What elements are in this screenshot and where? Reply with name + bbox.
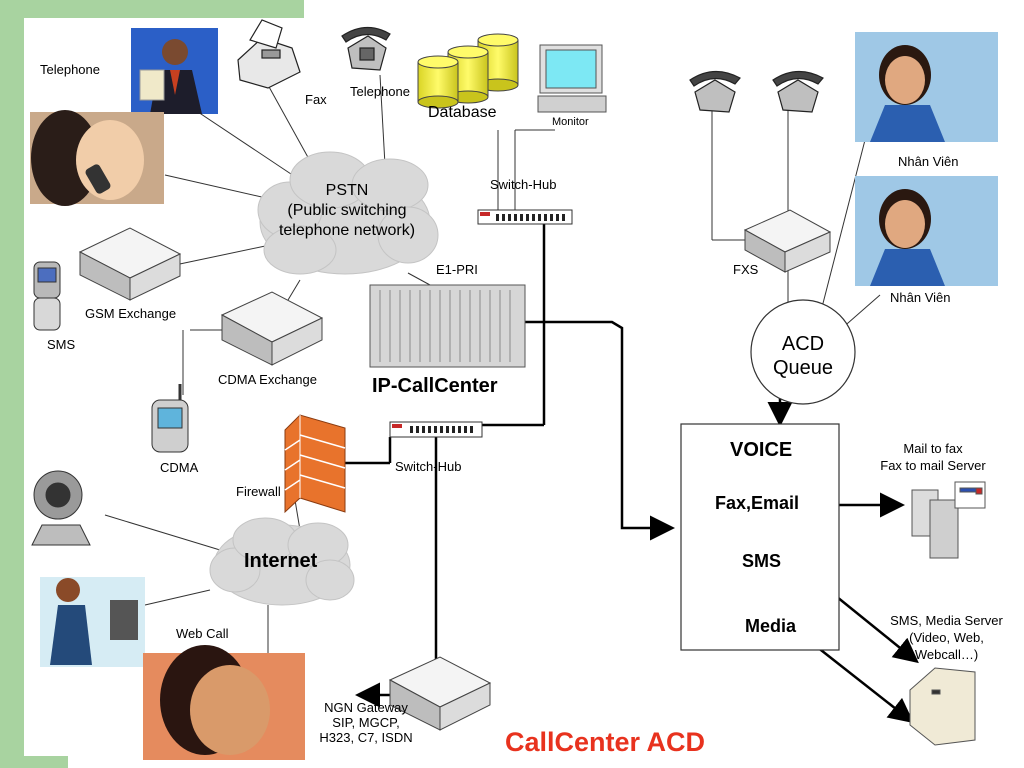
sms-media-server-label: SMS, Media Server (Video, Web, Webcall…) <box>874 612 1019 663</box>
pstn-line2: (Public switching <box>287 202 407 219</box>
acd-line2: Queue <box>772 357 834 379</box>
label-telephone-left: Telephone <box>40 62 100 77</box>
pstn-title: PSTN <box>325 182 369 199</box>
sms-server-line1: SMS, Media Server <box>890 613 1003 628</box>
gsm-exchange-box <box>78 227 182 301</box>
label-voice: VOICE <box>730 439 793 461</box>
label-cdma: CDMA <box>160 460 199 475</box>
woman-headset-photo <box>143 645 305 760</box>
server-icon-mail <box>911 481 986 559</box>
fax-icon <box>237 19 301 89</box>
label-fax-email: Fax,Email <box>715 493 800 513</box>
cdma-phone-icon <box>151 384 189 453</box>
pstn-line3: telephone network) <box>278 222 416 239</box>
page-title: CallCenter ACD <box>505 727 706 757</box>
acd-queue-label: ACD Queue <box>752 332 854 380</box>
monitor-icon <box>537 44 607 113</box>
man-computer-photo <box>40 577 145 667</box>
agent-photo-2 <box>855 176 998 286</box>
ngn-label: NGN Gateway SIP, MGCP, H323, C7, ISDN <box>316 700 416 745</box>
server-icon-media <box>909 667 976 746</box>
label-gsm-exchange: GSM Exchange <box>85 306 177 321</box>
label-switch-hub-mid: Switch-Hub <box>395 459 462 474</box>
label-media: Media <box>745 616 797 636</box>
label-fax: Fax <box>305 92 327 107</box>
acd-queue-circle <box>750 299 856 405</box>
label-fxs: FXS <box>733 262 759 277</box>
acd-line1: ACD <box>781 333 825 355</box>
label-sms-box: SMS <box>742 551 782 571</box>
switch-hub-top <box>477 209 573 225</box>
ngn-line1: NGN Gateway <box>324 700 408 715</box>
ngn-gateway-box <box>388 656 492 731</box>
telephone-icon-top <box>341 26 391 71</box>
businessman-photo <box>131 28 218 114</box>
pstn-cloud <box>257 151 439 275</box>
label-nhan-vien-1: Nhân Viên <box>898 154 959 169</box>
mail-line2: Fax to mail Server <box>880 458 986 473</box>
label-monitor: Monitor <box>552 116 589 128</box>
label-internet: Internet <box>244 550 318 572</box>
label-ip-callcenter: IP-CallCenter <box>372 375 498 397</box>
label-sms-left: SMS <box>47 337 76 352</box>
label-switch-hub-top: Switch-Hub <box>490 177 557 192</box>
fxs-box <box>743 209 832 273</box>
woman-phone-photo <box>30 110 164 206</box>
mail-line1: Mail to fax <box>903 441 963 456</box>
ngn-line2: SIP, MGCP, <box>332 715 400 730</box>
label-web-call: Web Call <box>176 626 229 641</box>
thick-connections <box>340 222 919 724</box>
cdma-exchange-box <box>220 291 324 366</box>
left-decor-bars <box>0 0 304 768</box>
label-cdma-exchange: CDMA Exchange <box>218 372 317 387</box>
database-icon <box>417 33 519 109</box>
mail-server-label: Mail to fax Fax to mail Server <box>868 440 998 474</box>
telephone-icon-fxs-1 <box>689 70 741 113</box>
label-e1-pri: E1-PRI <box>436 262 478 277</box>
sms-server-line3: Webcall…) <box>914 647 979 662</box>
label-firewall: Firewall <box>236 484 281 499</box>
telephone-icon-fxs-2 <box>772 70 824 113</box>
services-box <box>680 423 840 651</box>
pstn-label: PSTN (Public switching telephone network… <box>262 181 432 241</box>
label-nhan-vien-2: Nhân Viên <box>890 290 951 305</box>
ngn-line3: H323, C7, ISDN <box>319 730 413 745</box>
label-database: Database <box>428 104 497 121</box>
switch-hub-mid <box>389 421 483 438</box>
webcam-icon <box>31 470 91 546</box>
agent-photo-1 <box>855 32 998 142</box>
ip-callcenter-rack <box>369 284 526 368</box>
mobile-phone-icon <box>33 261 61 331</box>
firewall-icon <box>284 414 346 514</box>
label-telephone-top: Telephone <box>350 84 410 99</box>
sms-server-line2: (Video, Web, <box>909 630 984 645</box>
internet-cloud <box>209 517 355 606</box>
